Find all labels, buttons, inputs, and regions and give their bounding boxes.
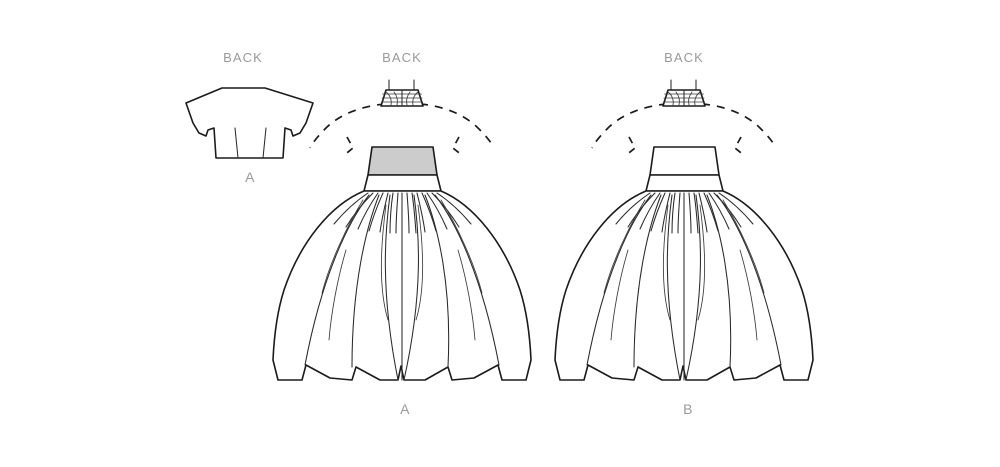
dress-a-bodice-panel — [367, 146, 438, 176]
dress-b-drape-lines — [603, 199, 765, 341]
dress-a-waistband — [363, 174, 442, 192]
dress-b-neckband-gather-1 — [667, 91, 674, 106]
bolero-a-back-label: BACK — [223, 50, 263, 65]
bolero-a-view-label: A — [245, 169, 255, 185]
dress-b-halter-neckband — [662, 79, 706, 107]
dress-b-armhole-guide-right — [733, 136, 746, 157]
dress-b-bodice-panel — [649, 146, 720, 176]
dress-b-waistband — [645, 174, 724, 192]
dress-a-armhole-guide-left — [342, 136, 355, 157]
dress-a-armhole-guide-right — [451, 136, 464, 157]
dress-b-shoulder-guide-right — [701, 103, 777, 149]
bolero-dart-left — [234, 127, 239, 159]
dress-a-waist-gathers — [333, 192, 472, 234]
dress-b-shoulder-guide-left — [591, 103, 668, 149]
dress-b-neckband-gather-4 — [694, 91, 701, 106]
bolero-body-outline — [185, 87, 314, 159]
figure-bolero-jacket-a — [185, 87, 314, 159]
dress-a-view-label: A — [400, 401, 410, 417]
dress-a-drape-lines — [321, 199, 483, 341]
dress-a-skirt-seams — [304, 194, 500, 381]
dress-b-back-label: BACK — [664, 50, 704, 65]
dress-a-neckband-gather-4 — [412, 91, 419, 106]
dress-b-view-label: B — [683, 401, 693, 417]
dress-b-neckband-gather-2 — [675, 91, 680, 106]
figure-dress-a — [272, 79, 532, 381]
dress-a-neckband-gather-3 — [406, 91, 411, 106]
figure-dress-b — [554, 79, 814, 381]
dress-a-neckband-gather-1 — [385, 91, 392, 106]
dress-b-armhole-guide-left — [624, 136, 637, 157]
bolero-dart-right — [262, 127, 267, 159]
dress-b-skirt-seams — [586, 194, 782, 381]
dress-a-shoulder-guide-left — [309, 103, 386, 149]
dress-a-back-label: BACK — [382, 50, 422, 65]
dress-a-neckband-gather-2 — [393, 91, 398, 106]
dress-a-halter-neckband — [380, 79, 424, 107]
dress-a-shoulder-guide-right — [419, 103, 495, 149]
dress-b-neckband-gather-3 — [688, 91, 693, 106]
